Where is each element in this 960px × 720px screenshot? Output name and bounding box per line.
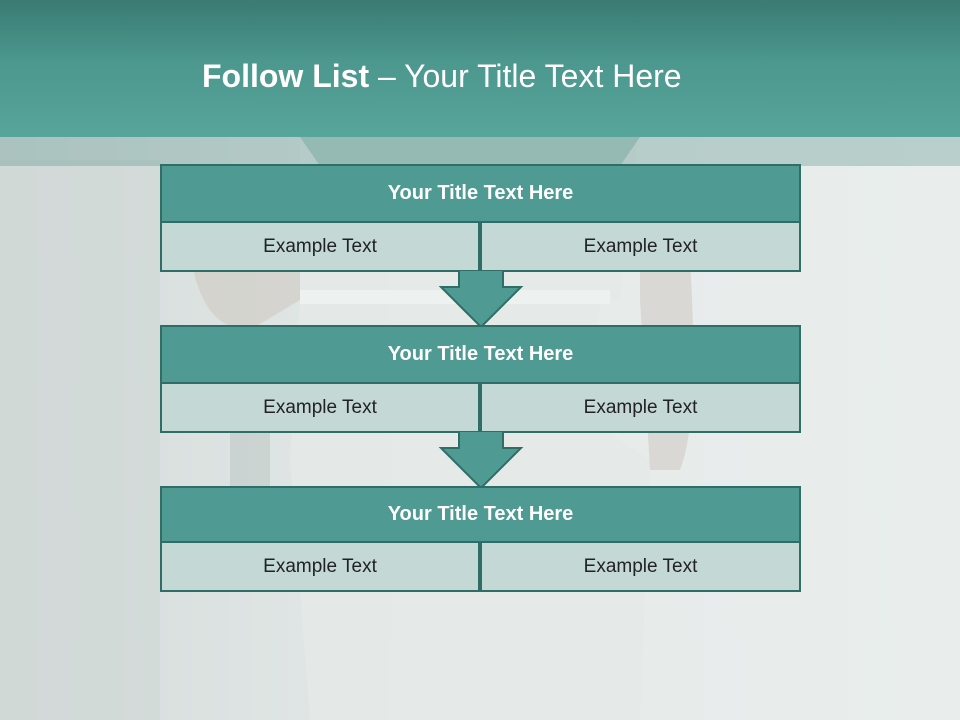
step-block-3: Your Title Text Here Example Text Exampl… — [160, 486, 801, 592]
header-strip — [0, 137, 960, 166]
slide-title: Follow List – Your Title Text Here — [202, 56, 682, 96]
step-right-cell: Example Text — [480, 221, 801, 272]
down-arrow-icon — [438, 431, 524, 490]
slide-title-rest: Your Title Text Here — [404, 58, 682, 94]
slide-title-bold: Follow List — [202, 58, 370, 94]
step-block-2: Your Title Text Here Example Text Exampl… — [160, 325, 801, 433]
step-left-cell: Example Text — [160, 221, 480, 272]
step-block-1: Your Title Text Here Example Text Exampl… — [160, 164, 801, 272]
step-title: Your Title Text Here — [160, 325, 801, 384]
header-bar — [0, 0, 960, 137]
slide-title-separator: – — [369, 58, 405, 94]
step-left-cell: Example Text — [160, 382, 480, 433]
step-right-cell: Example Text — [480, 541, 801, 592]
step-left-cell: Example Text — [160, 541, 480, 592]
step-title: Your Title Text Here — [160, 164, 801, 223]
step-right-cell: Example Text — [480, 382, 801, 433]
down-arrow-icon — [438, 270, 524, 329]
step-title: Your Title Text Here — [160, 486, 801, 543]
